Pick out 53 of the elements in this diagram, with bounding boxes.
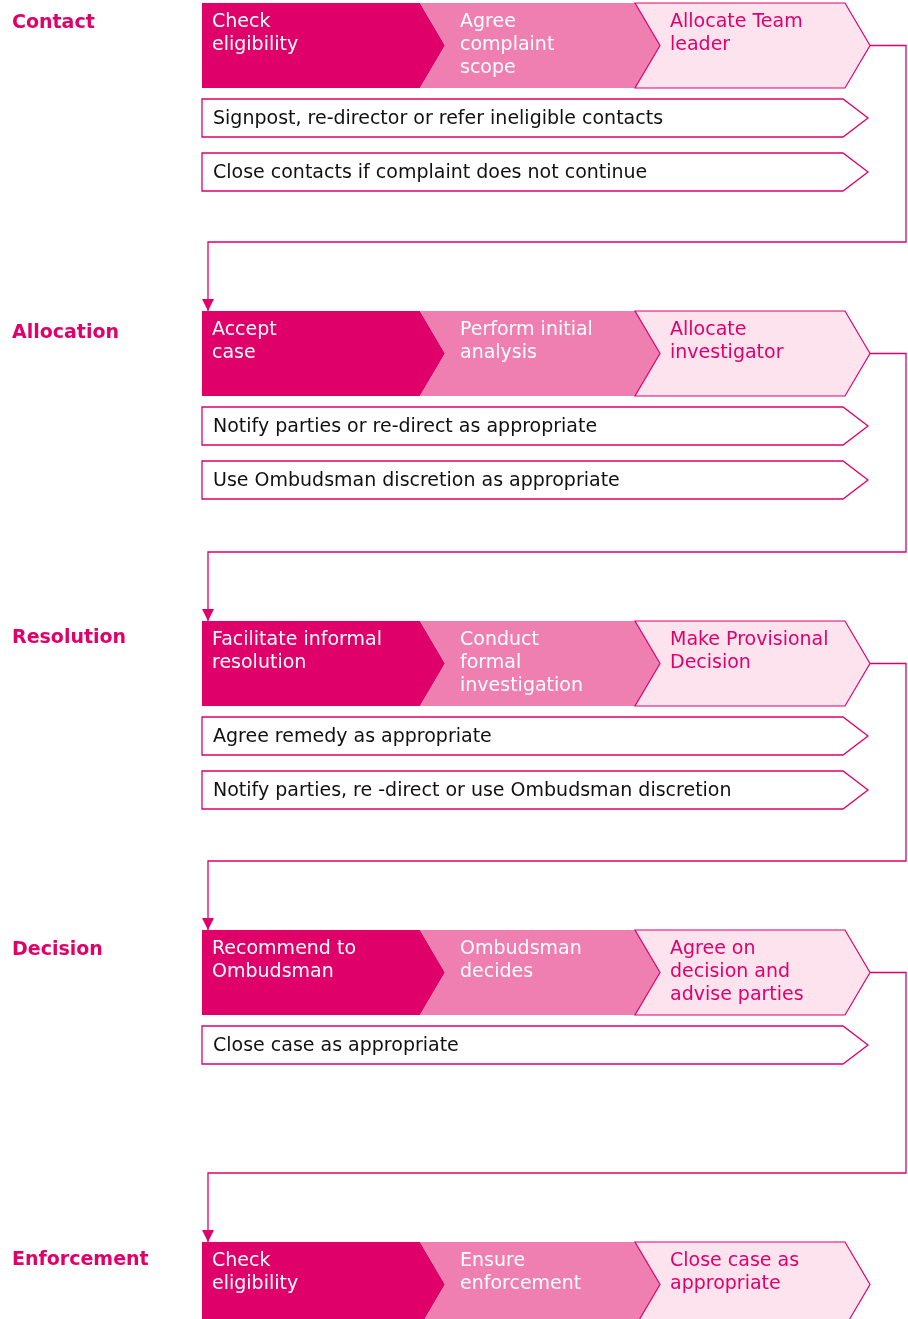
process-step	[202, 3, 445, 88]
action-text: Close contacts if complaint does not continue	[213, 160, 649, 183]
process-step	[420, 311, 660, 396]
connector-arrow	[202, 971, 907, 1243]
step-text: Recommend to Ombudsman	[212, 936, 358, 982]
connector-arrow	[202, 662, 907, 931]
action-banner	[202, 407, 868, 445]
process-step	[635, 3, 870, 88]
connector-arrow	[202, 352, 907, 622]
action-text: Notify parties or re-direct as appropriate	[213, 414, 599, 437]
step-text: Accept case	[212, 317, 278, 363]
process-step	[635, 621, 870, 706]
step-text: Allocate Team leader	[670, 9, 804, 55]
connector-arrow	[202, 44, 907, 312]
stage-label: Resolution	[12, 625, 127, 647]
action-banner	[202, 771, 868, 809]
step-text: Perform initial analysis	[460, 317, 594, 363]
step-text: Close case as appropriate	[670, 1248, 801, 1294]
action-banner	[202, 99, 868, 137]
process-step	[635, 311, 870, 396]
stage-label: Allocation	[12, 320, 120, 342]
action-banner	[202, 1026, 868, 1064]
process-step	[635, 1242, 870, 1319]
process-step	[202, 621, 445, 706]
step-text: Conduct formal investigation	[460, 627, 584, 696]
step-text: Check eligibility	[212, 1248, 300, 1294]
process-step	[420, 1242, 660, 1319]
process-step	[635, 930, 870, 1015]
stage-label: Decision	[12, 937, 103, 959]
step-text: Allocate investigator	[670, 317, 785, 363]
action-banner	[202, 717, 868, 755]
process-step	[420, 930, 660, 1015]
step-text: Make Provisional Decision	[670, 627, 830, 673]
process-step	[420, 3, 660, 88]
step-text: Facilitate informal resolution	[212, 627, 383, 673]
stage-label: Enforcement	[12, 1247, 149, 1269]
action-text: Close case as appropriate	[213, 1033, 460, 1056]
action-banner	[202, 461, 868, 499]
process-step	[202, 311, 445, 396]
process-step	[420, 621, 660, 706]
stage-label: Contact	[12, 10, 95, 32]
action-text: Agree remedy as appropriate	[213, 724, 493, 747]
process-step	[202, 1242, 445, 1319]
step-text: Agree on decision and advise parties	[670, 936, 805, 1005]
action-banner	[202, 153, 868, 191]
step-text: Check eligibility	[212, 9, 300, 55]
action-text: Signpost, re-director or refer ineligible contacts	[213, 106, 665, 129]
process-step	[202, 930, 445, 1015]
step-text: Ombudsman decides	[460, 936, 580, 982]
step-text: Agree complaint scope	[460, 9, 556, 78]
step-text: Ensure enforcement	[460, 1248, 583, 1294]
action-text: Use Ombudsman discretion as appropriate	[213, 468, 621, 491]
action-text: Notify parties, re -direct or use Ombudsman discretion	[213, 778, 733, 801]
